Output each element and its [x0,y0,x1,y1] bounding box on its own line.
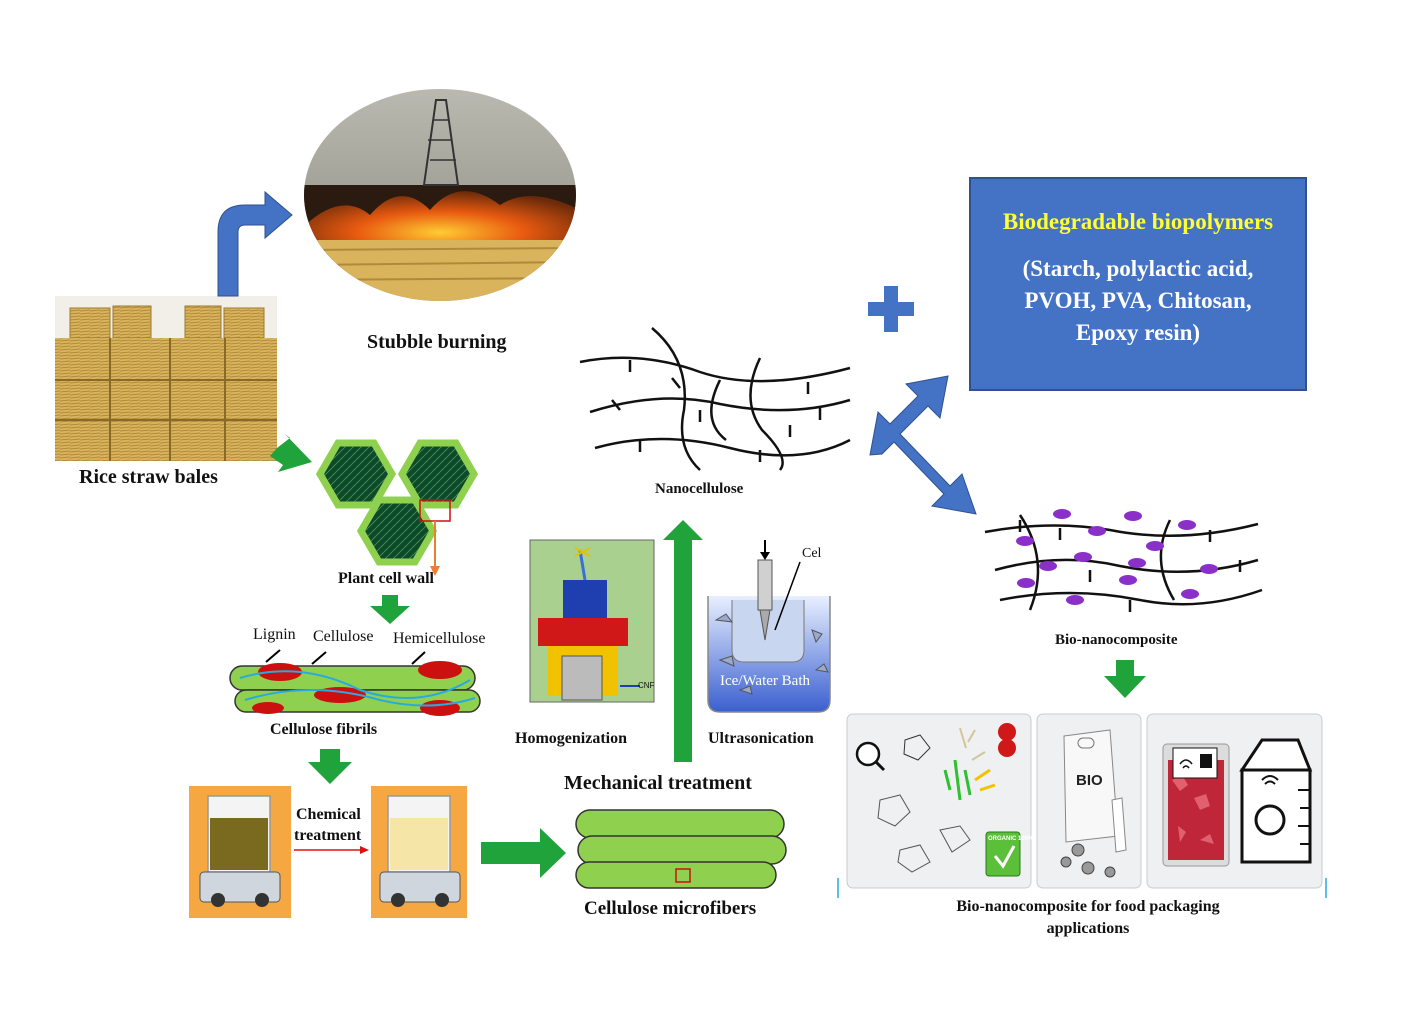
panel-frame-ticks [837,878,1327,898]
label-nanocellulose: Nanocellulose [655,481,744,497]
biopolymer-line-2: PVOH, PVA, Chitosan, [1024,288,1252,313]
label-stubble-burning: Stubble burning [367,331,507,353]
label-cellulose-fibrils: Cellulose fibrils [270,721,378,738]
packaging-panel-smart [1146,713,1323,889]
label-homogenization: Homogenization [515,730,627,747]
label-mechanical-treatment: Mechanical treatment [564,772,752,794]
label-plant-cell-wall: Plant cell wall [338,570,434,587]
label-food-packaging-line1: Bio-nanocomposite for food packaging [956,898,1220,915]
packaging-panel-bio-bag [1036,713,1142,889]
biopolymer-line-3: Epoxy resin) [1075,320,1201,345]
label-lignin: Lignin [253,626,296,643]
green-arrow-to-packaging [1104,660,1146,698]
label-food-packaging-line2: applications [1046,920,1130,937]
stubble-burning-image [304,89,576,301]
green-arrow-to-cell-wall [270,434,312,472]
label-bio-nanocomposite: Bio-nanocomposite [1055,632,1178,648]
label-bio-bag: BIO [1076,772,1103,789]
label-organic-badge: ORGANIC 100% [988,836,1034,842]
homogenizer-image [529,539,655,703]
plus-sign [868,286,914,332]
cellulose-fibrils-image [229,649,481,716]
label-cellulose-microfibers: Cellulose microfibers [584,898,757,919]
label-cellulose: Cellulose [313,628,374,645]
cellulose-microfibers-image [575,809,787,889]
label-chemical: Chemical [296,806,361,823]
plant-cell-wall-image [315,439,479,576]
label-treatment: treatment [294,827,362,844]
label-cnf-tag: CNF [638,681,655,690]
biopolymer-line-1: (Starch, polylactic acid, [1022,256,1254,281]
beaker-after-treatment [371,786,467,918]
biopolymer-box: Biodegradable biopolymers (Starch, polyl… [969,177,1307,391]
green-arrow-to-microfibers [481,828,566,878]
green-arrow-to-fibrils [370,595,410,624]
ultrasonicator-image [707,540,831,713]
biopolymer-title: Biodegradable biopolymers [1002,209,1274,234]
chemical-treatment-arrow [294,846,369,854]
rice-straw-bales-image [55,296,277,461]
beaker-before-treatment [189,786,291,918]
label-ultrasonication: Ultrasonication [708,730,814,747]
nanocellulose-network [579,327,851,471]
blue-bent-arrow [217,190,293,297]
label-rice-straw-bales: Rice straw bales [79,466,218,488]
label-ice-water-bath: Ice/Water Bath [720,673,810,689]
green-arrow-to-beakers [308,749,352,784]
double-headed-arrow [869,375,977,515]
bio-nanocomposite-network [984,509,1263,612]
label-cell-tag: Cel [802,546,822,561]
label-hemicellulose: Hemicellulose [393,630,486,647]
green-arrow-to-nanocellulose [663,520,703,762]
packaging-panel-chemistry [846,713,1032,889]
